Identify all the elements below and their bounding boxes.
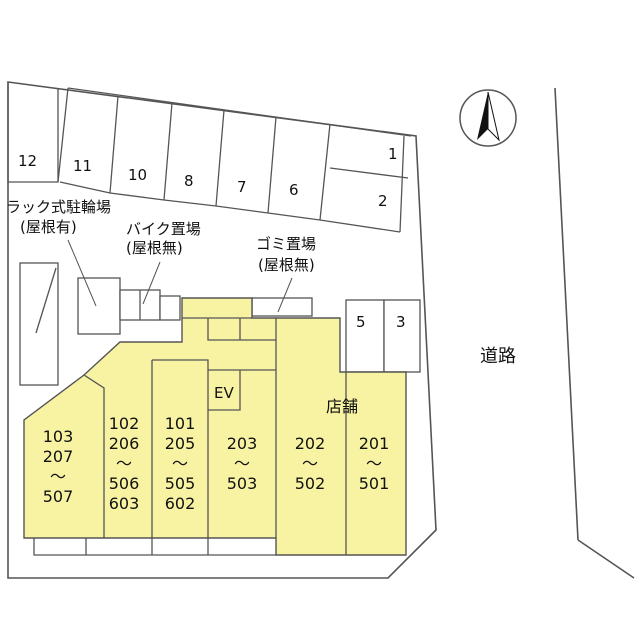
unit-number-line: 〜 — [234, 454, 250, 473]
unit-number-line: 101 — [165, 414, 196, 433]
unit-number-line: 206 — [109, 434, 140, 453]
parking-number: 3 — [396, 313, 406, 331]
north-arrow-icon — [459, 89, 517, 147]
unit-number-line: 507 — [43, 487, 74, 506]
bike-slot-small — [159, 295, 181, 321]
bike-parking-label-2: (屋根無) — [126, 239, 183, 257]
garbage-area-label-1: ゴミ置場 — [256, 235, 316, 253]
garbage-area — [251, 297, 313, 317]
parking-row-top — [7, 82, 412, 233]
parking-number: 2 — [378, 192, 388, 210]
unit-block: 202〜502 — [295, 434, 326, 493]
parking-number: 6 — [289, 181, 299, 199]
road-edge-left — [554, 87, 579, 541]
unit-number-line: 205 — [165, 434, 196, 453]
front-strip — [33, 538, 276, 556]
parking-space-5 — [345, 299, 385, 373]
parking-space-3 — [383, 299, 421, 373]
parking-number: 11 — [73, 157, 92, 175]
rack-bicycle-divider — [35, 267, 57, 334]
unit-number-line: 501 — [359, 474, 390, 493]
elevator-label: EV — [214, 384, 234, 402]
unit-number-line: 201 — [359, 434, 390, 453]
unit-number-line: 103 — [43, 427, 74, 446]
unit-number-line: 〜 — [50, 467, 66, 486]
unit-number-line: 503 — [227, 474, 258, 493]
unit-number-line: 〜 — [116, 454, 132, 473]
road-edge-right — [577, 539, 635, 579]
building-footprint — [23, 297, 407, 556]
unit-number-line: 603 — [109, 494, 140, 513]
parking-number: 12 — [18, 152, 37, 170]
rack-bicycle-label-2: (屋根有) — [20, 218, 77, 236]
parking-number: 1 — [388, 145, 398, 163]
bike-parking-label-1: バイク置場 — [126, 220, 201, 238]
garbage-leader-line — [277, 277, 293, 313]
garbage-area-label-2: (屋根無) — [258, 256, 315, 274]
unit-number-line: 203 — [227, 434, 258, 453]
road-label: 道路 — [480, 346, 516, 367]
rack-bicycle-label-1: ラック式駐輪場 — [6, 198, 111, 216]
unit-block: 201〜501 — [359, 434, 390, 493]
unit-number-line: 〜 — [302, 454, 318, 473]
unit-number-line: 602 — [165, 494, 196, 513]
parking-number: 10 — [128, 166, 147, 184]
store-label: 店舗 — [326, 397, 358, 416]
unit-number-line: 506 — [109, 474, 140, 493]
parking-number: 8 — [184, 172, 194, 190]
bike-parking-area — [77, 277, 121, 335]
building-walls — [83, 317, 347, 555]
unit-number-line: 102 — [109, 414, 140, 433]
unit-number-line: 〜 — [172, 454, 188, 473]
parking-number: 5 — [356, 313, 366, 331]
unit-number-line: 202 — [295, 434, 326, 453]
unit-number-line: 〜 — [366, 454, 382, 473]
unit-number-line: 505 — [165, 474, 196, 493]
bike-leader-line-2 — [142, 261, 161, 305]
unit-number-line: 502 — [295, 474, 326, 493]
parking-number: 7 — [237, 178, 247, 196]
bike-leader-line — [67, 239, 97, 307]
unit-number-line: 207 — [43, 447, 74, 466]
unit-block: 203〜503 — [227, 434, 258, 493]
